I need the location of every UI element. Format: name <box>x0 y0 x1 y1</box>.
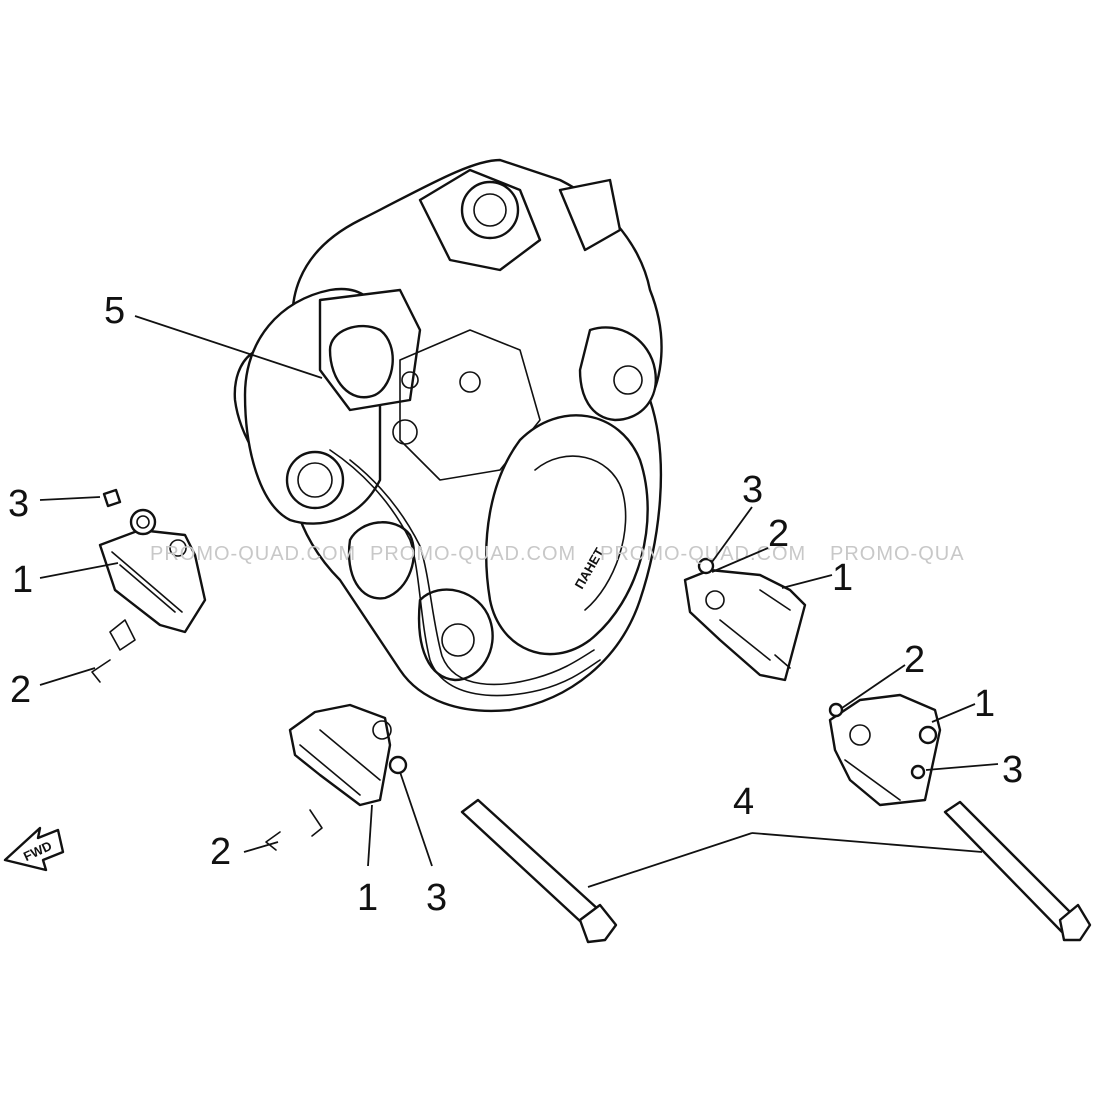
lower-right-mount-bracket <box>828 693 942 807</box>
left-bolt-3 <box>102 488 122 508</box>
right-upper-mount-bracket <box>683 557 807 682</box>
callout-number: 2 <box>904 639 925 681</box>
leader-lines <box>39 315 999 888</box>
callout-number: 1 <box>974 683 995 725</box>
watermark-text: PROMO-QUA <box>830 543 965 565</box>
callout-number: 3 <box>8 483 29 525</box>
forward-direction-arrow: FWD <box>3 826 65 872</box>
watermark-text: PROMO-QUAD.COM <box>150 543 356 565</box>
callout-number: 1 <box>832 557 853 599</box>
callout-number: 1 <box>12 559 33 601</box>
callout-number: 5 <box>104 290 125 332</box>
left-mount-bracket <box>91 508 207 683</box>
long-bolt-right <box>943 800 1092 942</box>
callout-number: 3 <box>742 469 763 511</box>
callout-number: 4 <box>733 781 754 823</box>
long-bolt-center <box>460 798 618 944</box>
engine-assembly: ПАНЕТ <box>233 158 663 713</box>
watermark-text: PROMO-QUAD.COM <box>370 543 576 565</box>
callout-number: 2 <box>10 669 31 711</box>
callout-number: 3 <box>426 877 447 919</box>
lower-center-mount-bracket <box>265 703 408 851</box>
watermark-text: PROMO-QUAD.COM <box>600 543 806 565</box>
callout-number: 2 <box>210 831 231 873</box>
callout-number: 1 <box>357 877 378 919</box>
callout-number: 3 <box>1002 749 1023 791</box>
callout-number: 2 <box>768 513 789 555</box>
